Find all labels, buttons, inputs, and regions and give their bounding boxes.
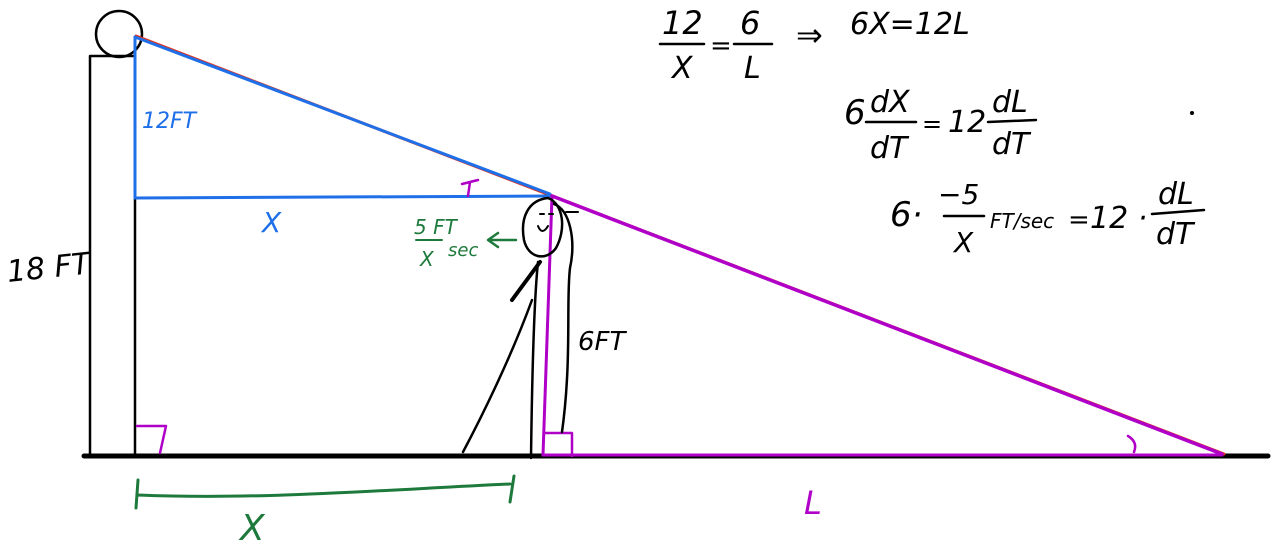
- lamp-bulb: [94, 9, 144, 59]
- shadow-leg: [541, 194, 554, 457]
- upper-angle-mark: [460, 178, 480, 198]
- eq2-bar2: [986, 118, 1038, 124]
- shadow-triangle: [541, 194, 1224, 458]
- eq1-den2: L: [744, 51, 761, 86]
- eq1-implies: ⇒: [796, 16, 823, 54]
- upper-triangle-hypotenuse: [133, 35, 552, 196]
- speed-denominator-label: sec: [448, 240, 478, 261]
- eq2-coef: 6: [844, 93, 866, 133]
- eq3-lhs: 6·: [890, 195, 922, 235]
- eq1-num2: 6: [740, 4, 760, 42]
- speed-x-label: X: [419, 247, 435, 271]
- eq3-den1: X: [952, 226, 974, 259]
- eq3-bar2: [1150, 208, 1206, 216]
- blue-height-label: 12FT: [142, 109, 198, 134]
- eq3-equals: =: [1068, 205, 1090, 235]
- ground-x-label: X: [238, 508, 266, 549]
- eq2-mid: 12: [948, 105, 986, 140]
- person-arm: [510, 260, 542, 302]
- speed-numerator-label: 5 FT: [414, 215, 459, 239]
- blue-x-label: X: [260, 206, 282, 239]
- person-height-label: 6FT: [578, 327, 627, 357]
- eq2-den1: dT: [870, 131, 910, 166]
- ground-measure: [134, 231, 518, 510]
- person-right-angle: [542, 431, 574, 458]
- eq2-num2: dL: [992, 85, 1028, 120]
- eq2-den2: dT: [992, 127, 1032, 162]
- stray-dot: [1190, 111, 1194, 115]
- eq2-equals: =: [922, 110, 942, 138]
- pole-height-label: 18 FT: [5, 246, 94, 290]
- person-head: [521, 196, 564, 258]
- person-figure: [461, 196, 579, 460]
- speed-arrow: [486, 231, 518, 249]
- person-leg: [461, 298, 534, 454]
- equation-2: 6 dX dT = 12 dL dT: [844, 85, 1038, 166]
- eq3-num1: −5: [938, 178, 979, 211]
- eq1-rhs: 6X=12L: [850, 7, 970, 42]
- lower-angle-mark: [1126, 434, 1137, 454]
- equation-3: 6· −5 X FT/sec = 12 · dL dT: [890, 177, 1206, 259]
- person-mouth: [537, 225, 549, 232]
- shadow-hypotenuse: [550, 194, 1224, 456]
- person-back: [552, 202, 574, 434]
- person-front: [529, 260, 540, 460]
- lamp-post: [88, 9, 144, 458]
- equation-1: 12 X = 6 L ⇒ 6X=12L: [658, 4, 970, 86]
- upper-triangle: [133, 35, 552, 200]
- pole: [88, 54, 137, 458]
- pole-right-angle: [135, 424, 168, 455]
- eq3-unit: FT/sec: [990, 209, 1054, 233]
- eq3-den2: dT: [1156, 217, 1196, 252]
- eq1-den1: X: [670, 51, 694, 86]
- eq3-num2: dL: [1158, 177, 1194, 212]
- eq1-num1: 12: [662, 4, 703, 42]
- ground-bracket: [134, 474, 516, 510]
- upper-triangle-base: [133, 194, 552, 200]
- eq1-equals: =: [710, 31, 732, 61]
- eq3-mid: 12 ·: [1090, 201, 1147, 236]
- shadow-l-label: L: [804, 484, 822, 522]
- eq2-num1: dX: [870, 85, 911, 120]
